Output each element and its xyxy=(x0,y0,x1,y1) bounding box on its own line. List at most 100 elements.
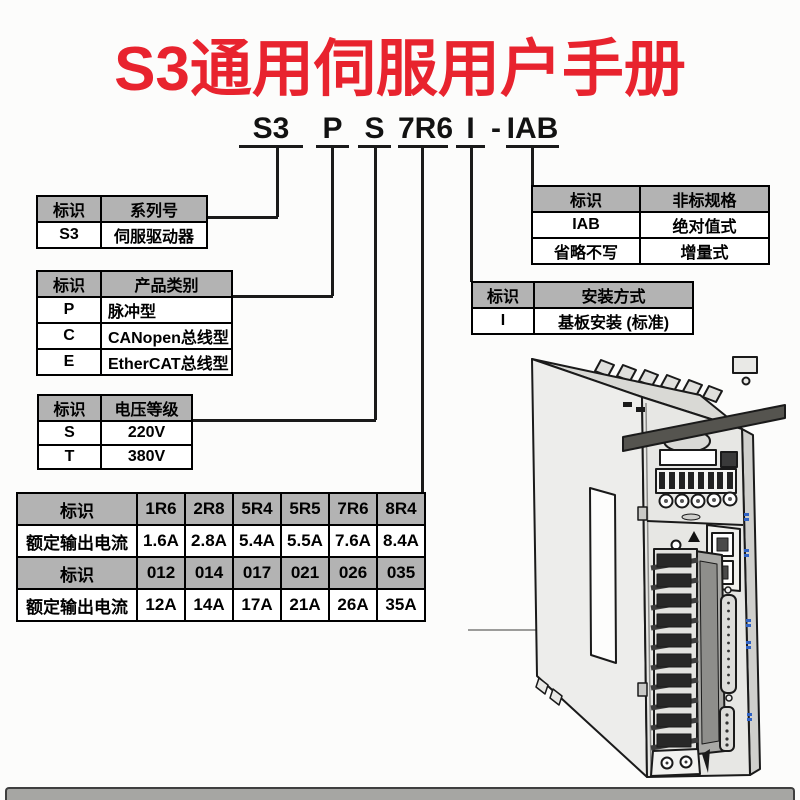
header-cell: 标识 xyxy=(37,394,102,422)
cell: 额定输出电流 xyxy=(16,588,138,622)
table-row: E EtherCAT总线型 xyxy=(36,348,233,376)
cell: E xyxy=(36,348,102,376)
model-segment-current: 7R6 xyxy=(398,113,453,148)
model-segment-voltage: S xyxy=(358,113,391,148)
table-mounting: 标识 安装方式 I 基板安装 (标准) xyxy=(471,281,694,335)
header-cell: 5R4 xyxy=(232,492,282,526)
connector-vline-product xyxy=(331,147,334,296)
servo-drive-illustration xyxy=(531,356,786,778)
cell: 增量式 xyxy=(639,237,770,265)
cell: C xyxy=(36,322,102,350)
display-window xyxy=(659,449,738,468)
table-row: 标识 安装方式 xyxy=(471,281,694,309)
up-arrow-mark xyxy=(688,531,700,542)
table-nonstandard-spec: 标识 非标规格 IAB 绝对值式 省略不写 增量式 xyxy=(531,185,770,265)
model-segment-mounting: I xyxy=(456,113,485,148)
table-row: 标识 系列号 xyxy=(36,195,208,223)
footer-bar xyxy=(5,787,795,800)
header-cell: 8R4 xyxy=(376,492,426,526)
table-row: 额定输出电流 12A 14A 17A 21A 26A 35A xyxy=(16,588,426,622)
rear-bracket xyxy=(732,356,758,374)
header-cell: 标识 xyxy=(471,281,535,309)
cell: CANopen总线型 xyxy=(100,322,233,350)
cell: 26A xyxy=(328,588,378,622)
aux-connector xyxy=(719,706,735,752)
header-cell: 017 xyxy=(232,556,282,590)
table-row: IAB 绝对值式 xyxy=(531,211,770,239)
label-cutout xyxy=(589,487,617,664)
header-cell: 标识 xyxy=(16,556,138,590)
header-cell: 7R6 xyxy=(328,492,378,526)
header-cell: 系列号 xyxy=(100,195,208,223)
connector-vline-spec xyxy=(531,147,534,186)
cell: 7.6A xyxy=(328,524,378,558)
header-cell: 标识 xyxy=(36,195,102,223)
table-product-type: 标识 产品类别 P 脉冲型 C CANopen总线型 E EtherCAT总线型 xyxy=(36,270,233,376)
header-cell: 035 xyxy=(376,556,426,590)
table-row: 标识 产品类别 xyxy=(36,270,233,298)
divider-line xyxy=(468,629,602,631)
table-row: 标识 电压等级 xyxy=(37,394,193,422)
cell: 35A xyxy=(376,588,426,622)
table-row: 标识 1R6 2R8 5R4 5R5 7R6 8R4 xyxy=(16,492,426,526)
table-row: S 220V xyxy=(37,420,193,446)
header-cell: 021 xyxy=(280,556,330,590)
cell: 17A xyxy=(232,588,282,622)
cell: 8.4A xyxy=(376,524,426,558)
header-cell: 014 xyxy=(184,556,234,590)
header-cell: 标识 xyxy=(531,185,641,213)
connector-hline-voltage xyxy=(191,419,376,422)
cover-bar xyxy=(622,404,786,452)
table-row: I 基板安装 (标准) xyxy=(471,307,694,335)
table-series: 标识 系列号 S3 伺服驱动器 xyxy=(36,195,208,249)
cell: T xyxy=(37,444,102,470)
foot-notch xyxy=(549,688,563,706)
connector-vline-voltage xyxy=(374,147,377,420)
dsub-connector xyxy=(720,586,737,702)
table-row: 标识 012 014 017 021 026 035 xyxy=(16,556,426,590)
header-cell: 026 xyxy=(328,556,378,590)
table-row: 标识 非标规格 xyxy=(531,185,770,213)
foot-notch xyxy=(535,677,549,695)
cell: 绝对值式 xyxy=(639,211,770,239)
header-cell: 标识 xyxy=(36,270,102,298)
keypad-buttons xyxy=(658,491,738,509)
model-segment-spec: IAB xyxy=(506,113,559,148)
cell: 1.6A xyxy=(136,524,186,558)
cell: I xyxy=(471,307,535,335)
header-cell: 1R6 xyxy=(136,492,186,526)
header-cell: 012 xyxy=(136,556,186,590)
header-cell: 标识 xyxy=(16,492,138,526)
table-voltage: 标识 电压等级 S 220V T 380V xyxy=(37,394,193,470)
cell: 220V xyxy=(100,420,193,446)
header-cell: 5R5 xyxy=(280,492,330,526)
connector-vline-mounting xyxy=(470,147,473,282)
cell: 21A xyxy=(280,588,330,622)
cell: 伺服驱动器 xyxy=(100,221,208,249)
mounting-foot xyxy=(650,748,701,777)
connector-hline-series xyxy=(206,216,278,219)
cell: 5.4A xyxy=(232,524,282,558)
header-cell: 安装方式 xyxy=(533,281,694,309)
table-row: 额定输出电流 1.6A 2.8A 5.4A 5.5A 7.6A 8.4A xyxy=(16,524,426,558)
model-segment-product: P xyxy=(316,113,349,148)
cell: S xyxy=(37,420,102,446)
header-cell: 电压等级 xyxy=(100,394,193,422)
cell: EtherCAT总线型 xyxy=(100,348,233,376)
cell: 脉冲型 xyxy=(100,296,233,324)
model-segment-series: S3 xyxy=(239,113,303,148)
connector-vline-current xyxy=(421,147,424,493)
cell: S3 xyxy=(36,221,102,249)
table-row: S3 伺服驱动器 xyxy=(36,221,208,249)
cell: 省略不写 xyxy=(531,237,641,265)
header-cell: 非标规格 xyxy=(639,185,770,213)
table-rated-current: 标识 1R6 2R8 5R4 5R5 7R6 8R4 额定输出电流 1.6A 2… xyxy=(16,492,426,622)
cell: 5.5A xyxy=(280,524,330,558)
cell: IAB xyxy=(531,211,641,239)
cell: 基板安装 (标准) xyxy=(533,307,694,335)
table-row: T 380V xyxy=(37,444,193,470)
case-clip xyxy=(637,506,648,521)
connector-hline-product xyxy=(231,295,333,298)
table-row: P 脉冲型 xyxy=(36,296,233,324)
